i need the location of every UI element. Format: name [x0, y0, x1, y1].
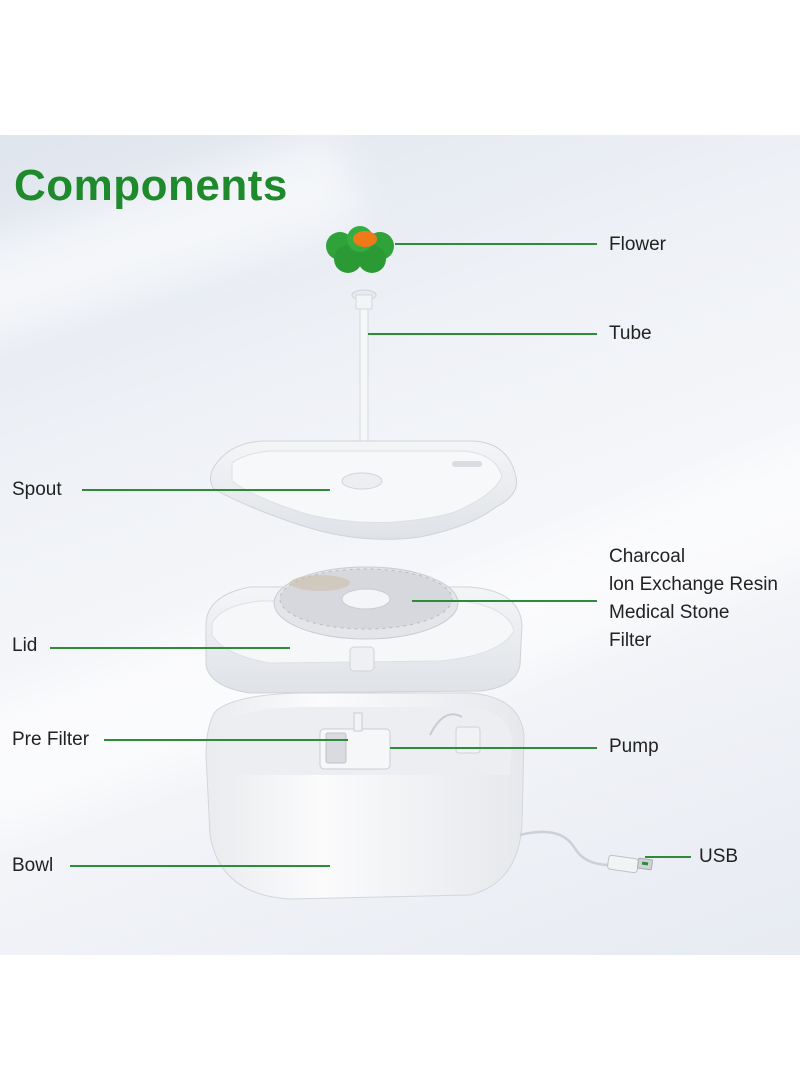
spout-tray — [209, 440, 518, 540]
label-pump: Pump — [609, 736, 659, 757]
label-filter-charcoal: Charcoal — [609, 546, 686, 567]
label-flower: Flower — [609, 234, 667, 255]
label-pre-filter: Pre Filter — [12, 729, 90, 750]
usb-leader-line — [645, 856, 691, 858]
tube-leader-line — [368, 333, 597, 335]
lid-leader-line — [50, 647, 290, 649]
label-usb: USB — [699, 846, 739, 867]
label-bowl: Bowl — [12, 855, 54, 876]
tube-part — [351, 289, 377, 470]
usb-cable — [519, 830, 653, 874]
pre-filter-leader-line — [104, 739, 348, 741]
bowl-leader-line — [70, 865, 330, 867]
label-lid: Lid — [12, 635, 38, 656]
flower-leader-line — [395, 243, 597, 245]
filter-leader-line — [412, 600, 597, 602]
label-spout: Spout — [12, 479, 62, 500]
filter-part — [273, 566, 459, 640]
label-tube: Tube — [609, 323, 652, 344]
label-filter: Filter — [609, 630, 652, 651]
bowl-part — [205, 692, 525, 900]
label-filter-resin: lon Exchange Resin — [609, 574, 778, 595]
spout-leader-line — [82, 489, 330, 491]
page-title: Components — [14, 161, 288, 210]
label-filter-stone: Medical Stone — [609, 602, 730, 623]
pump-leader-line — [390, 747, 597, 749]
flower-part — [326, 226, 394, 273]
diagram-panel: Components — [0, 135, 800, 955]
fountain-illustration — [205, 226, 653, 900]
